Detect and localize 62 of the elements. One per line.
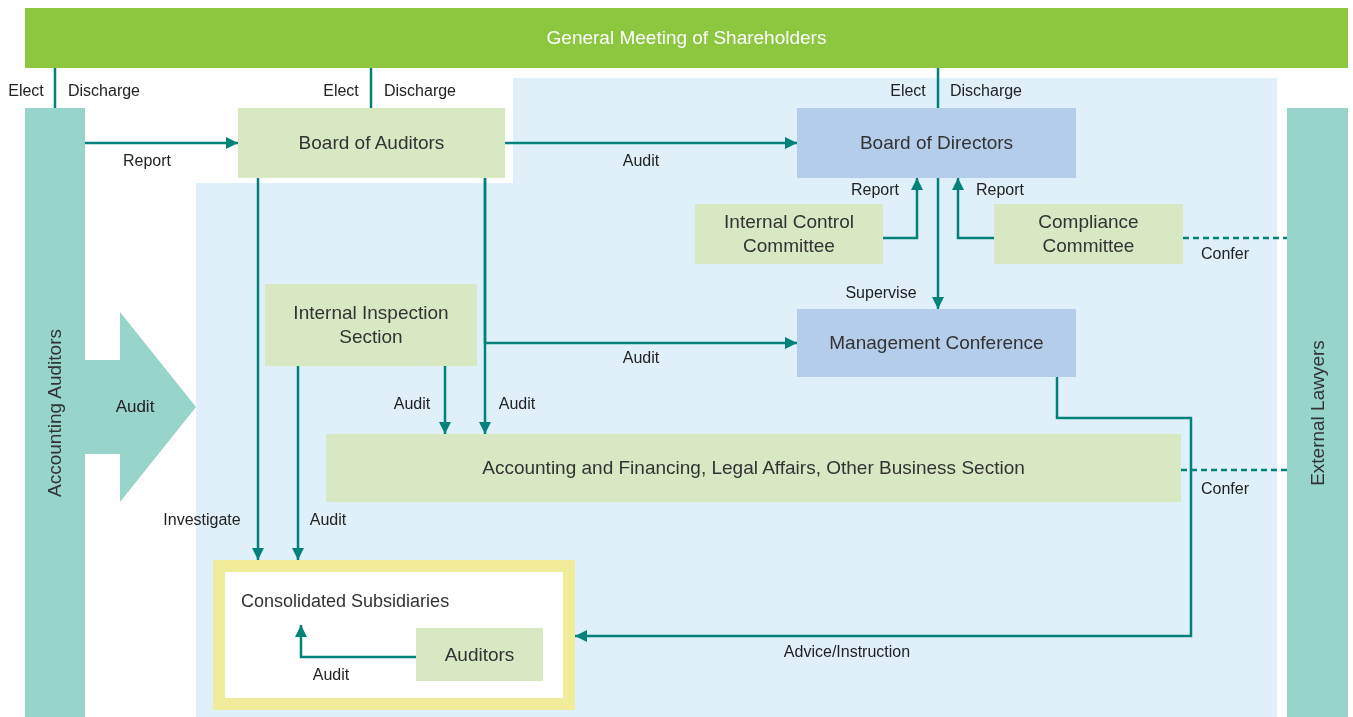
process-box: [994, 204, 1183, 264]
line-label: Discharge: [384, 82, 456, 100]
edge-label: Advice/Instruction: [783, 643, 911, 661]
line-label: Elect: [890, 82, 926, 100]
arrow: [85, 137, 238, 149]
line-label: Elect: [8, 82, 44, 100]
node-label: Auditors: [444, 642, 515, 667]
node-label: External Lawyers: [1305, 339, 1329, 486]
edge-label: Audit: [393, 395, 431, 413]
node-label: Internal Control Committee: [723, 210, 855, 258]
node-label: Board of Auditors: [298, 131, 445, 155]
line-label: Discharge: [68, 82, 140, 100]
arrow: [479, 178, 491, 434]
arrow: [932, 178, 944, 309]
edge-label: Report: [123, 152, 171, 170]
node-label: Accounting Auditors: [43, 328, 67, 497]
arrow: [292, 366, 304, 560]
node-label: Board of Directors: [859, 131, 1014, 155]
arrow: [505, 137, 797, 149]
edge-label: Report: [976, 181, 1024, 199]
process-box: [238, 108, 505, 178]
edge-label: Investigate: [163, 511, 241, 529]
arrow: [295, 625, 416, 659]
node-label: General Meeting of Shareholders: [546, 26, 827, 50]
edge-label: Supervise: [845, 284, 917, 302]
node-label: Management Conference: [829, 331, 1044, 355]
connector-line: [1181, 468, 1287, 472]
arrow: [252, 178, 264, 560]
group-heading: Consolidated Subsidiaries: [241, 590, 450, 613]
edge-label: Audit: [498, 395, 536, 413]
line-label: Elect: [323, 82, 359, 100]
process-box: [416, 628, 543, 681]
node-label: Accounting and Financing, Legal Affairs, Other Business Section: [482, 456, 1025, 480]
process-box: [265, 284, 477, 366]
edge-label: Confer: [1201, 245, 1249, 263]
edge-label: Confer: [1201, 480, 1249, 498]
connector-line: [936, 68, 940, 108]
connector-line: [369, 68, 373, 108]
block-arrow: [85, 312, 196, 502]
side-band: [1287, 108, 1348, 717]
node-label: Internal Inspection Section: [292, 301, 450, 349]
arrow: [439, 366, 451, 434]
process-box: [326, 434, 1181, 502]
process-box: [797, 309, 1076, 377]
group-box: [213, 560, 575, 710]
arrow: [883, 178, 923, 240]
process-box: [797, 108, 1076, 178]
connector-line: [1183, 236, 1287, 240]
arrow: [952, 178, 994, 240]
line-label: Discharge: [950, 82, 1022, 100]
node-label: Compliance Committee: [1037, 210, 1140, 258]
edge-label: Audit: [312, 666, 350, 684]
edge-label: Audit: [309, 511, 347, 529]
process-box: [695, 204, 883, 264]
edge-label: Report: [851, 181, 899, 199]
header-band: [25, 8, 1348, 68]
edge-label: Audit: [115, 397, 155, 417]
connector-line: [53, 68, 57, 108]
edge-label: Audit: [622, 349, 660, 367]
edge-label: Audit: [622, 152, 660, 170]
arrow: [575, 377, 1193, 642]
side-band: [25, 108, 85, 717]
